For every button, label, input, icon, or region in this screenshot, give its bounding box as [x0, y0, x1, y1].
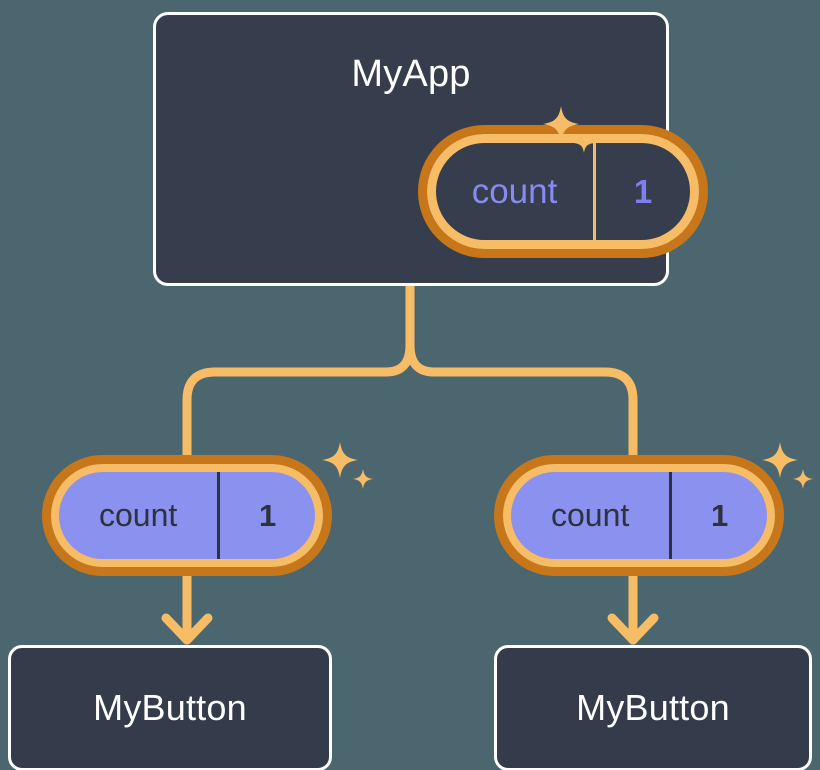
arrow-left-head — [161, 613, 213, 645]
state-value: 1 — [711, 497, 729, 533]
connector-branch-right — [405, 340, 638, 460]
sparkle-icon — [322, 442, 373, 489]
state-key: count — [511, 472, 673, 559]
sparkle-icon — [762, 442, 813, 489]
state-pill-root: count 1 — [418, 125, 708, 258]
component-box-mybutton-right: MyButton — [494, 645, 812, 770]
sparkle-icon — [543, 106, 594, 153]
state-pill-child-right: count 1 — [494, 455, 784, 576]
state-pill-child-right-inner: count 1 — [503, 464, 775, 567]
state-pill-root-inner: count 1 — [427, 134, 699, 249]
state-value: 1 — [259, 497, 277, 533]
app-card-title: MyApp — [351, 53, 471, 95]
component-label: MyButton — [93, 687, 247, 728]
arrow-right-head — [607, 613, 659, 645]
state-key: count — [59, 472, 221, 559]
app-card: MyApp count 1 — [153, 12, 708, 286]
state-key: count — [436, 143, 597, 240]
state-value: 1 — [633, 172, 653, 210]
component-box-mybutton-left: MyButton — [8, 645, 332, 770]
state-pill-child-left: count 1 — [42, 455, 332, 576]
component-label: MyButton — [576, 687, 730, 728]
connector-branch-left — [182, 340, 415, 460]
state-pill-child-left-inner: count 1 — [51, 464, 323, 567]
